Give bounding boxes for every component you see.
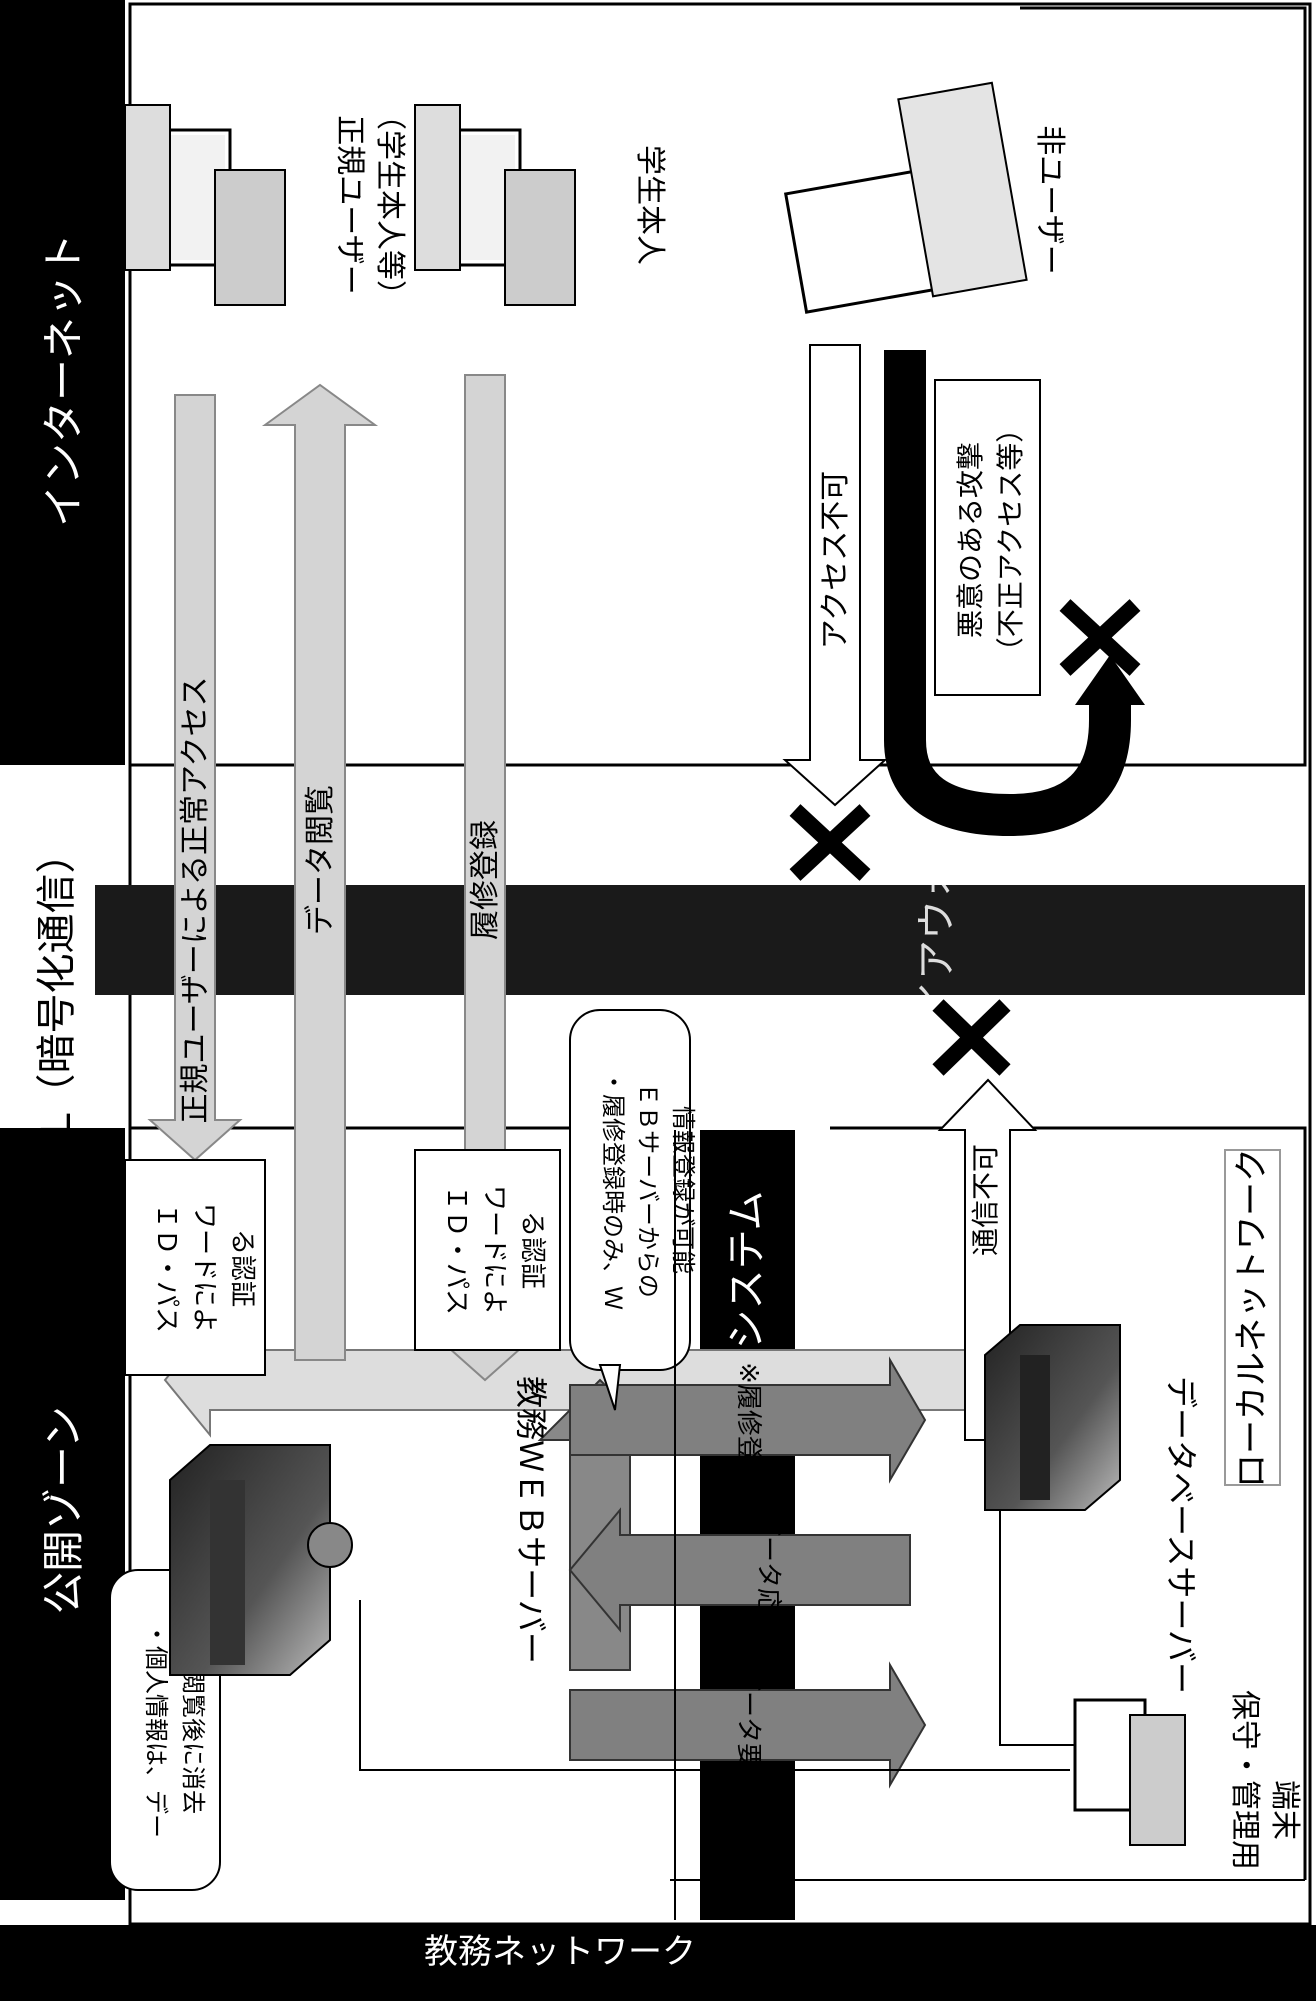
- reg-only-line3: 情報登録が可能: [669, 1106, 697, 1274]
- auth-box-1: ＩＤ・パス ワードによ る認証: [124, 1159, 266, 1376]
- data-response-label: データ応答: [753, 1510, 783, 1640]
- auth1-line1: ＩＤ・パス: [151, 1203, 181, 1333]
- internal-arrows: ※履修登録 データ応答 データ要求: [568, 1356, 927, 1795]
- internet-band: [0, 0, 125, 765]
- web-server-connection-line: [359, 1600, 1070, 1771]
- course-reg-note-label: ※履修登録: [733, 1362, 763, 1488]
- note-reg-only: ・履修登録時のみ、Ｗ ＥＢサーバーからの 情報登録が可能: [569, 1009, 697, 1411]
- academic-system-band: [700, 1130, 795, 1920]
- reg-only-line2: ＥＢサーバーからの: [634, 1082, 662, 1298]
- comm-denied-label: 通信不可: [969, 1144, 1002, 1256]
- x-mark-malicious: [1059, 599, 1141, 676]
- auth2-line3: る認証: [517, 1211, 547, 1289]
- internet-boundary: [130, 6, 1307, 767]
- internet-label: インターネット: [39, 233, 88, 527]
- arrow-data-view: データ閲覧: [261, 383, 379, 1361]
- public-zone-band: [0, 1128, 125, 1900]
- malicious-label: 悪意のある攻撃: [954, 442, 987, 638]
- globe-icon: [307, 1522, 353, 1568]
- regular-user-label-2: （学生本人等）: [372, 100, 407, 310]
- personal-info-line1: ・個人情報は、デー: [142, 1622, 170, 1838]
- public-zone-label: 公開ゾーン: [39, 1406, 88, 1614]
- local-network-label: ローカルネットワーク: [1232, 1148, 1272, 1488]
- x-mark-comm-denied: [932, 999, 1011, 1076]
- auth1-line3: る認証: [227, 1229, 257, 1307]
- auth-box-2: ＩＤ・パス ワードによ る認証: [414, 1149, 561, 1351]
- web-server-icon: 教務ＷＥＢサーバー: [169, 1376, 550, 1676]
- regular-user-label: 正規ユーザー: [332, 115, 367, 294]
- academic-network-label: 教務ネットワーク: [424, 1932, 696, 1972]
- local-network-box: [1224, 1149, 1281, 1486]
- x-mark-access-denied: [789, 804, 871, 881]
- auth2-line2: ワードによ: [479, 1185, 509, 1315]
- data-request-label: データ要求: [733, 1665, 763, 1795]
- arrow-regular-access-v: 正規ユーザーによる正常アクセス: [147, 394, 243, 1162]
- db-server-label: データベースサーバー: [1162, 1376, 1200, 1694]
- regular-access-label: 正規ユーザーによる正常アクセス: [178, 677, 213, 1124]
- maintenance-computer-icon: 保守・管理用 端末: [1073, 1690, 1302, 1870]
- malicious-label-2: （不正アクセス等）: [994, 415, 1027, 666]
- access-denied-label: アクセス不可: [818, 471, 853, 650]
- student-label: 学生本人: [632, 145, 667, 265]
- course-reg-label: 履修登録: [468, 820, 503, 940]
- database-server-icon: データベースサーバー: [984, 1324, 1200, 1694]
- non-user-laptop-icon: 非ユーザー: [783, 81, 1067, 314]
- ssl-label: SSL（暗号化通信）: [34, 833, 80, 1186]
- regular-user-computer-icon: 正規ユーザー （学生本人等）: [124, 100, 407, 310]
- arrow-course-reg: 履修登録: [437, 374, 533, 1382]
- web-server-label: 教務ＷＥＢサーバー: [512, 1376, 550, 1664]
- academic-network-band: [0, 1925, 1316, 2001]
- data-view-label: データ閲覧: [303, 785, 338, 935]
- reg-only-line1: ・履修登録時のみ、Ｗ: [599, 1070, 627, 1310]
- maintenance-label-2: 端末: [1267, 1780, 1302, 1840]
- arrow-malicious-attack: 悪意のある攻撃 （不正アクセス等）: [884, 350, 1145, 837]
- firewall-band: [95, 885, 1305, 995]
- auth1-line2: ワードによ: [189, 1203, 219, 1333]
- auth2-line1: ＩＤ・パス: [441, 1185, 471, 1315]
- db-connection-line: [999, 1510, 1075, 1746]
- non-user-label: 非ユーザー: [1032, 125, 1067, 274]
- arrow-comm-denied: 通信不可: [937, 1078, 1038, 1441]
- arrow-access-denied: アクセス不可: [782, 344, 888, 807]
- student-computer-icon: 学生本人: [414, 104, 667, 306]
- maintenance-label: 保守・管理用: [1227, 1690, 1262, 1870]
